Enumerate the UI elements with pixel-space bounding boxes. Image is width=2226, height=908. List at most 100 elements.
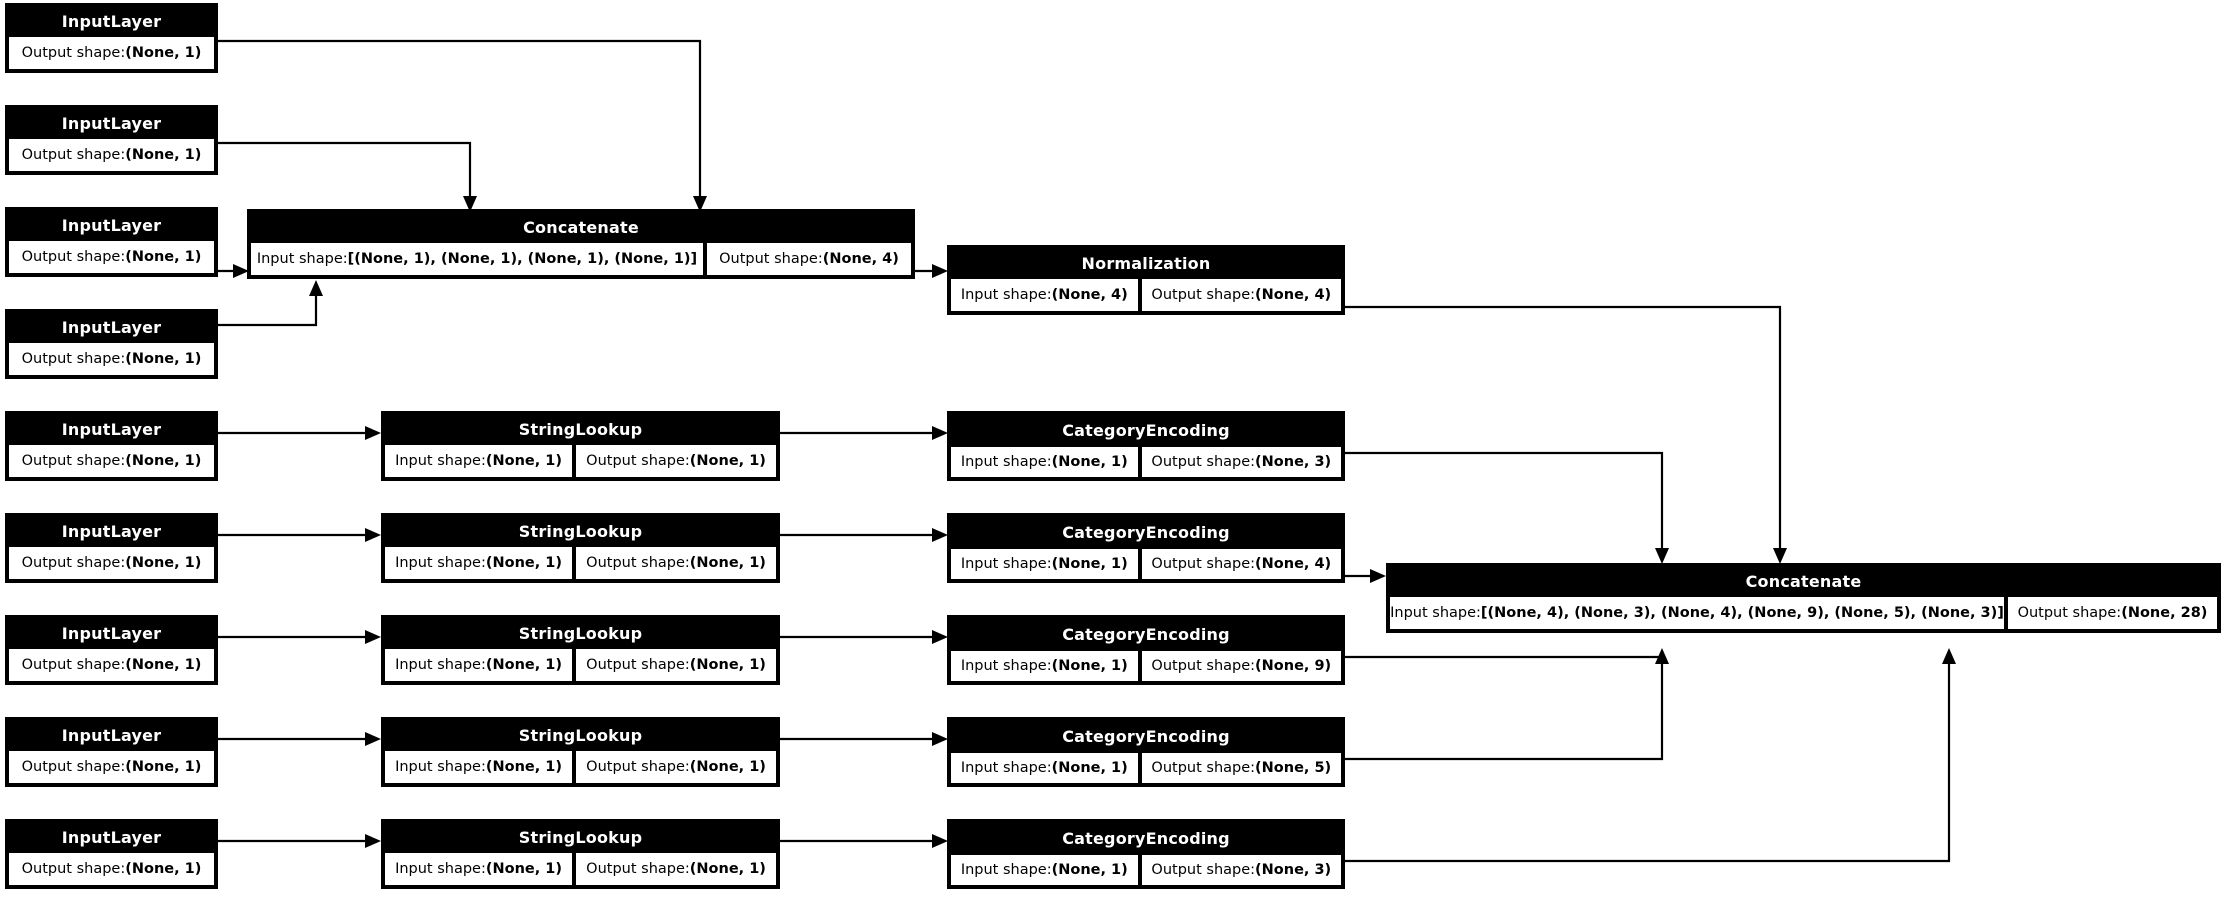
node-string-lookup-3[interactable]: StringLookup Input shape: (None, 1) Outp… xyxy=(381,615,780,685)
node-string-lookup-1[interactable]: StringLookup Input shape: (None, 1) Outp… xyxy=(381,411,780,481)
node-shapes: Output shape: (None, 1) xyxy=(7,751,216,785)
output-shape-cell: Output shape: (None, 1) xyxy=(9,649,214,681)
input-shape-cell: Input shape: (None, 1) xyxy=(951,549,1138,579)
output-shape-value: (None, 1) xyxy=(125,351,202,367)
output-shape-cell: Output shape: (None, 1) xyxy=(576,445,777,477)
node-normalization[interactable]: Normalization Input shape: (None, 4) Out… xyxy=(947,245,1345,315)
node-string-lookup-4[interactable]: StringLookup Input shape: (None, 1) Outp… xyxy=(381,717,780,787)
node-shapes: Output shape: (None, 1) xyxy=(7,649,216,683)
output-shape-label: Output shape: xyxy=(586,453,690,469)
node-category-encoding-3[interactable]: CategoryEncoding Input shape: (None, 1) … xyxy=(947,615,1345,685)
output-shape-label: Output shape: xyxy=(1151,454,1256,470)
input-shape-label: Input shape: xyxy=(960,556,1052,572)
node-concatenate-numeric[interactable]: Concatenate Input shape: [(None, 1), (No… xyxy=(247,209,915,279)
output-shape-cell: Output shape: (None, 1) xyxy=(576,547,777,579)
input-shape-value: [(None, 1), (None, 1), (None, 1), (None,… xyxy=(347,251,698,267)
node-title: Concatenate xyxy=(249,211,913,243)
output-shape-cell: Output shape: (None, 4) xyxy=(707,243,911,275)
output-shape-cell: Output shape: (None, 4) xyxy=(1141,279,1342,311)
node-shapes: Input shape: (None, 1) Output shape: (No… xyxy=(949,753,1343,785)
output-shape-cell: Output shape: (None, 1) xyxy=(9,547,214,579)
input-shape-label: Input shape: xyxy=(256,251,348,267)
node-input-layer-1[interactable]: InputLayer Output shape: (None, 1) xyxy=(5,3,218,73)
input-shape-value: (None, 1) xyxy=(485,453,563,469)
node-string-lookup-2[interactable]: StringLookup Input shape: (None, 1) Outp… xyxy=(381,513,780,583)
output-shape-value: (None, 1) xyxy=(125,249,202,265)
input-shape-cell: Input shape: (None, 1) xyxy=(385,445,573,477)
input-shape-label: Input shape: xyxy=(395,555,486,571)
node-title: InputLayer xyxy=(7,515,216,547)
node-shapes: Output shape: (None, 1) xyxy=(7,37,216,71)
node-concatenate-all[interactable]: Concatenate Input shape: [(None, 4), (No… xyxy=(1386,563,2221,633)
input-shape-label: Input shape: xyxy=(960,454,1052,470)
output-shape-label: Output shape: xyxy=(21,657,126,673)
input-shape-label: Input shape: xyxy=(960,658,1052,674)
output-shape-cell: Output shape: (None, 1) xyxy=(9,37,214,69)
node-string-lookup-5[interactable]: StringLookup Input shape: (None, 1) Outp… xyxy=(381,819,780,889)
output-shape-label: Output shape: xyxy=(586,657,690,673)
node-title: StringLookup xyxy=(383,617,778,649)
node-shapes: Output shape: (None, 1) xyxy=(7,445,216,479)
input-shape-label: Input shape: xyxy=(395,861,486,877)
node-shapes: Input shape: (None, 1) Output shape: (No… xyxy=(383,445,778,479)
output-shape-label: Output shape: xyxy=(1151,556,1256,572)
node-input-layer-7[interactable]: InputLayer Output shape: (None, 1) xyxy=(5,615,218,685)
node-category-encoding-4[interactable]: CategoryEncoding Input shape: (None, 1) … xyxy=(947,717,1345,787)
output-shape-value: (None, 1) xyxy=(125,759,202,775)
output-shape-value: (None, 1) xyxy=(125,147,202,163)
node-input-layer-6[interactable]: InputLayer Output shape: (None, 1) xyxy=(5,513,218,583)
node-shapes: Output shape: (None, 1) xyxy=(7,853,216,887)
output-shape-label: Output shape: xyxy=(21,249,126,265)
output-shape-label: Output shape: xyxy=(21,453,126,469)
input-shape-label: Input shape: xyxy=(960,862,1052,878)
output-shape-value: (None, 1) xyxy=(125,555,202,571)
node-category-encoding-5[interactable]: CategoryEncoding Input shape: (None, 1) … xyxy=(947,819,1345,889)
output-shape-label: Output shape: xyxy=(1151,862,1256,878)
input-shape-value: (None, 1) xyxy=(1051,862,1128,878)
node-title: StringLookup xyxy=(383,515,778,547)
output-shape-value: (None, 5) xyxy=(1255,760,1332,776)
output-shape-value: (None, 1) xyxy=(689,555,766,571)
input-shape-cell: Input shape: (None, 1) xyxy=(385,547,573,579)
output-shape-cell: Output shape: (None, 3) xyxy=(1141,447,1342,477)
input-shape-cell: Input shape: [(None, 1), (None, 1), (Non… xyxy=(251,243,703,275)
node-input-layer-4[interactable]: InputLayer Output shape: (None, 1) xyxy=(5,309,218,379)
input-shape-label: Input shape: xyxy=(1390,605,1481,621)
node-shapes: Input shape: (None, 1) Output shape: (No… xyxy=(949,855,1343,887)
node-shapes: Input shape: (None, 1) Output shape: (No… xyxy=(383,649,778,683)
node-input-layer-5[interactable]: InputLayer Output shape: (None, 1) xyxy=(5,411,218,481)
node-title: CategoryEncoding xyxy=(949,413,1343,447)
node-input-layer-2[interactable]: InputLayer Output shape: (None, 1) xyxy=(5,105,218,175)
output-shape-label: Output shape: xyxy=(21,351,126,367)
node-input-layer-3[interactable]: InputLayer Output shape: (None, 1) xyxy=(5,207,218,277)
output-shape-cell: Output shape: (None, 28) xyxy=(2008,597,2217,629)
output-shape-label: Output shape: xyxy=(719,251,823,267)
node-category-encoding-1[interactable]: CategoryEncoding Input shape: (None, 1) … xyxy=(947,411,1345,481)
input-shape-value: (None, 1) xyxy=(1051,556,1128,572)
input-shape-cell: Input shape: (None, 4) xyxy=(951,279,1138,311)
output-shape-cell: Output shape: (None, 3) xyxy=(1141,855,1342,885)
node-title: StringLookup xyxy=(383,821,778,853)
output-shape-value: (None, 1) xyxy=(689,759,766,775)
node-input-layer-9[interactable]: InputLayer Output shape: (None, 1) xyxy=(5,819,218,889)
output-shape-label: Output shape: xyxy=(2017,605,2122,621)
node-input-layer-8[interactable]: InputLayer Output shape: (None, 1) xyxy=(5,717,218,787)
node-category-encoding-2[interactable]: CategoryEncoding Input shape: (None, 1) … xyxy=(947,513,1345,583)
output-shape-value: (None, 3) xyxy=(1255,862,1332,878)
input-shape-label: Input shape: xyxy=(960,760,1052,776)
output-shape-value: (None, 1) xyxy=(125,657,202,673)
node-title: CategoryEncoding xyxy=(949,515,1343,549)
output-shape-label: Output shape: xyxy=(21,861,126,877)
output-shape-value: (None, 3) xyxy=(1255,454,1332,470)
node-shapes: Input shape: (None, 1) Output shape: (No… xyxy=(949,549,1343,581)
node-title: Concatenate xyxy=(1388,565,2219,597)
output-shape-label: Output shape: xyxy=(21,45,126,61)
input-shape-value: (None, 1) xyxy=(1051,658,1128,674)
output-shape-value: (None, 4) xyxy=(822,251,899,267)
output-shape-cell: Output shape: (None, 1) xyxy=(9,751,214,783)
input-shape-value: (None, 1) xyxy=(1051,760,1128,776)
output-shape-cell: Output shape: (None, 1) xyxy=(9,241,214,273)
output-shape-label: Output shape: xyxy=(21,147,126,163)
output-shape-cell: Output shape: (None, 9) xyxy=(1141,651,1342,681)
